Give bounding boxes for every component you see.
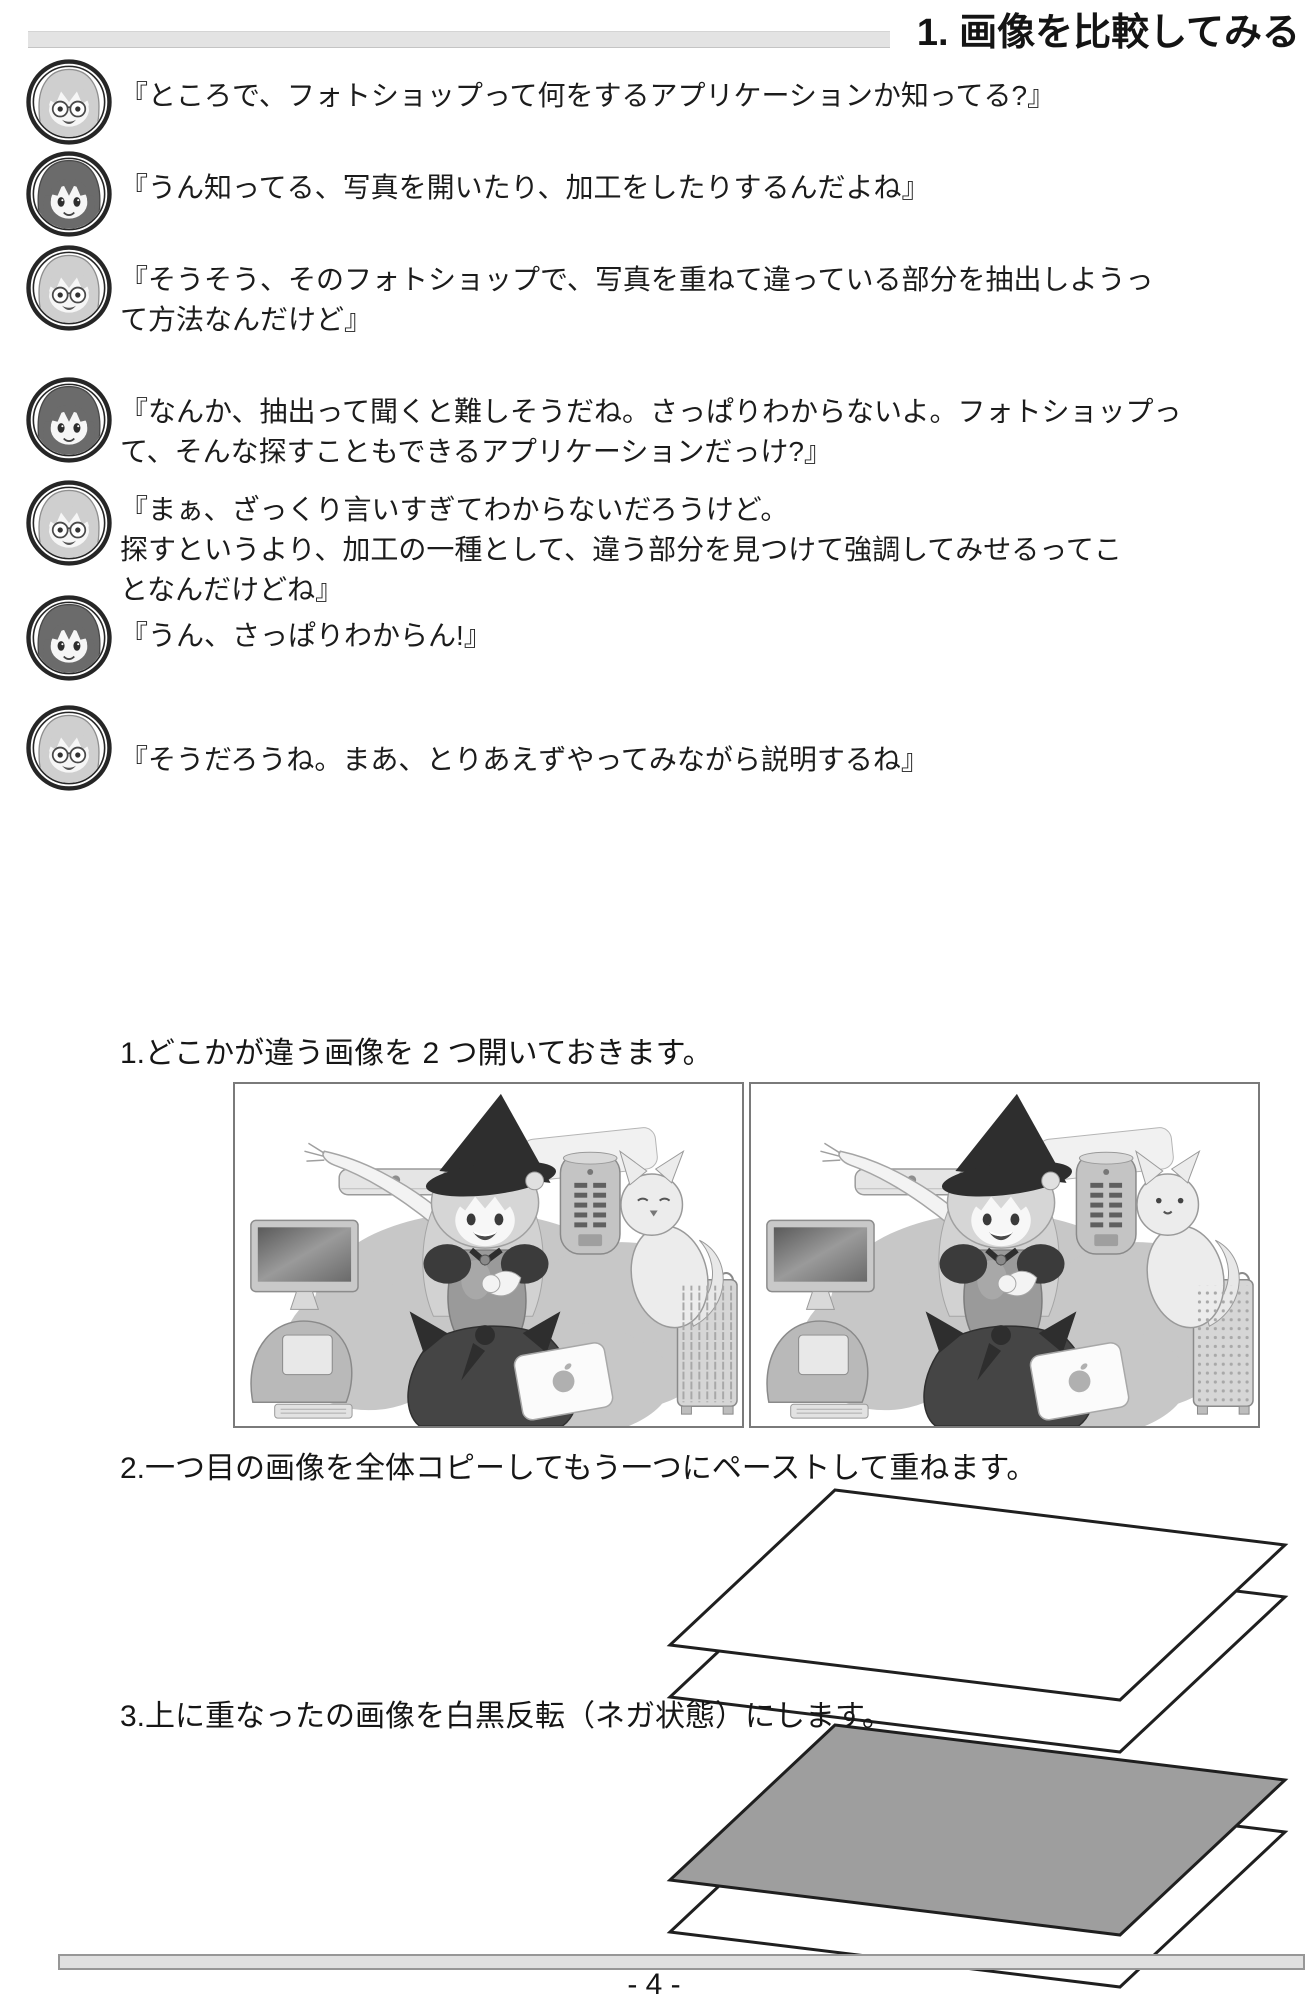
dialogue-row: 『まぁ、ざっくり言いすぎてわからないだろうけど。 探すというより、加工の一種とし… (0, 479, 1308, 605)
dialogue-text: 『ところで、フォトショップって何をするアプリケーションか知ってる?』 (120, 80, 1056, 111)
step-2-label: 2.一つ目の画像を全体コピーしてもう一つにペーストして重ねます。 (120, 1452, 1037, 1485)
avatar-dark-hair-girl (25, 376, 113, 464)
step-1-label: 1.どこかが違う画像を 2 つ開いておきます。 (120, 1037, 713, 1070)
avatar-glasses-girl (25, 244, 113, 332)
dialogue-row: 『うん知ってる、写真を開いたり、加工をしたりするんだよね』 (0, 150, 1308, 246)
avatar-glasses-girl (25, 58, 113, 146)
page-title: 1. 画像を比較してみる (916, 12, 1300, 54)
avatar-glasses-girl (25, 479, 113, 567)
dialogue-row: 『そうだろうね。まあ、とりあえずやってみながら説明するね』 (0, 704, 1308, 800)
comparison-image-right (749, 1082, 1260, 1428)
layer-stack-plain (666, 1488, 1289, 1754)
dialogue-row: 『ところで、フォトショップって何をするアプリケーションか知ってる?』 (0, 58, 1308, 154)
dialogue-text: 『うん知ってる、写真を開いたり、加工をしたりするんだよね』 (120, 172, 930, 203)
dialogue-row: 『うん、さっぱりわからん!』 (0, 594, 1308, 690)
variant-right (1156, 1197, 1252, 1403)
header-band (28, 31, 890, 48)
dialogue-row: 『なんか、抽出って聞くと難しそうだね。さっぱりわからないよ。フォトショップっ て… (0, 376, 1308, 472)
dialogue-text: 『そうだろうね。まあ、とりあえずやってみながら説明するね』 (120, 744, 929, 775)
dialogue-text: 『まぁ、ざっくり言いすぎてわからないだろうけど。 探すというより、加工の一種とし… (120, 494, 1122, 605)
footer-bar (58, 1954, 1305, 1970)
witch-illustration (235, 1084, 742, 1426)
variant-left (637, 1197, 736, 1403)
avatar-dark-hair-girl (25, 594, 113, 682)
avatar-dark-hair-girl (25, 150, 113, 238)
dialogue-text: 『なんか、抽出って聞くと難しそうだね。さっぱりわからないよ。フォトショップっ て… (120, 396, 1182, 467)
dialogue-text: 『そうそう、そのフォトショップで、写真を重ねて違っている部分を抽出しようっ て方… (120, 264, 1154, 335)
page-number: - 4 - (627, 1968, 681, 2000)
comparison-image-left (233, 1082, 744, 1428)
layer-stack-negative (666, 1723, 1289, 1989)
avatar-glasses-girl (25, 704, 113, 792)
dialogue-row: 『そうそう、そのフォトショップで、写真を重ねて違っている部分を抽出しようっ て方… (0, 244, 1308, 340)
step-3-label: 3.上に重なったの画像を白黒反転（ネガ状態）にします。 (120, 1700, 893, 1733)
dialogue-text: 『うん、さっぱりわからん!』 (120, 620, 492, 651)
witch-illustration (751, 1084, 1258, 1426)
